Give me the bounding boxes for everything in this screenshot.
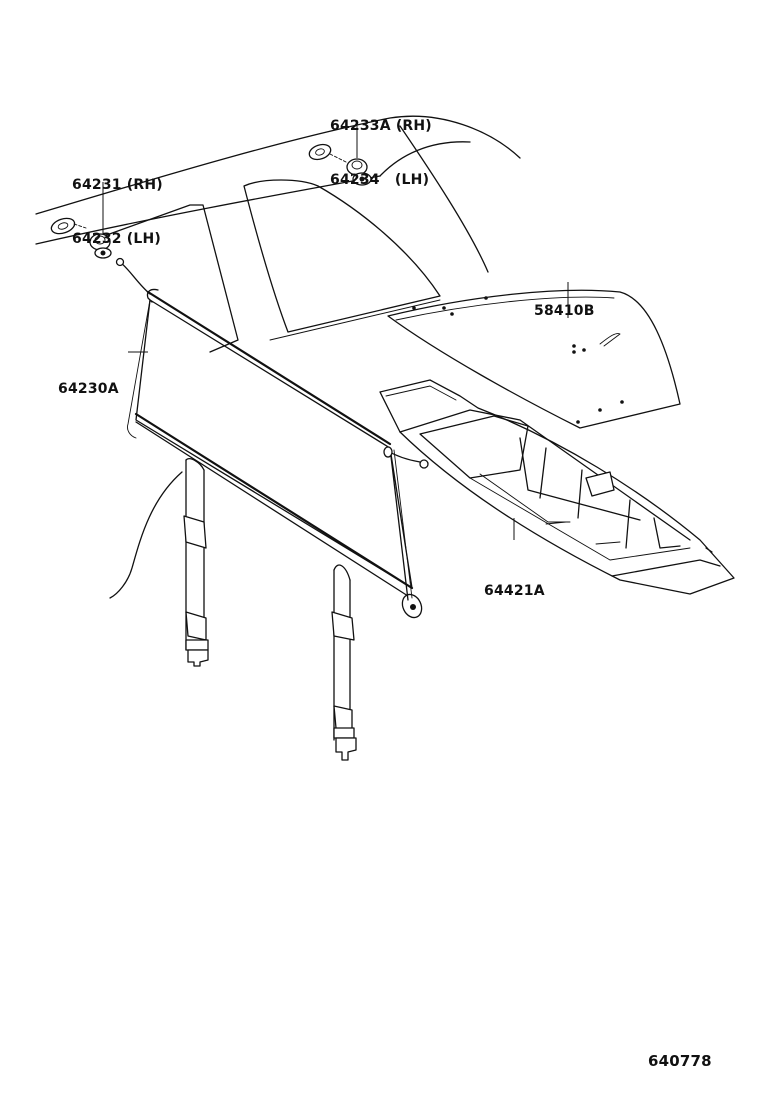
- part-label-line: 64421A: [484, 583, 545, 599]
- part-label-luggage-mat: 58410B: [534, 266, 595, 338]
- part-label-line: 64232 (LH): [72, 231, 162, 247]
- part-label-line: 64231 (RH): [72, 177, 163, 193]
- part-label-line: 58410B: [534, 303, 595, 319]
- luggage-mat-drawing: [387, 289, 681, 429]
- part-label-luggage-tray: 64421A: [484, 546, 545, 618]
- leader-lines: [102, 120, 569, 540]
- vehicle-body-outline: [35, 115, 521, 599]
- strap-right-icon: [331, 564, 357, 761]
- strap-left-icon: [183, 458, 209, 667]
- tonneau-cover-drawing: [115, 257, 429, 619]
- part-label-line: 64234 (LH): [330, 172, 430, 188]
- grommet-front-icon: [50, 217, 112, 259]
- figure-number: 640778: [648, 1052, 712, 1070]
- part-label-tonneau-cover: 64230A: [58, 344, 119, 416]
- part-label-line: 64233A (RH): [330, 118, 432, 134]
- part-label-grommet-front: 64231 (RH) 64232 (LH): [72, 140, 163, 266]
- luggage-tray-drawing: [379, 379, 735, 595]
- part-label-grommet-rear: 64233A (RH) 64234 (LH): [330, 81, 432, 207]
- grommet-rear-icon: [308, 143, 372, 186]
- part-label-line: 64230A: [58, 381, 119, 397]
